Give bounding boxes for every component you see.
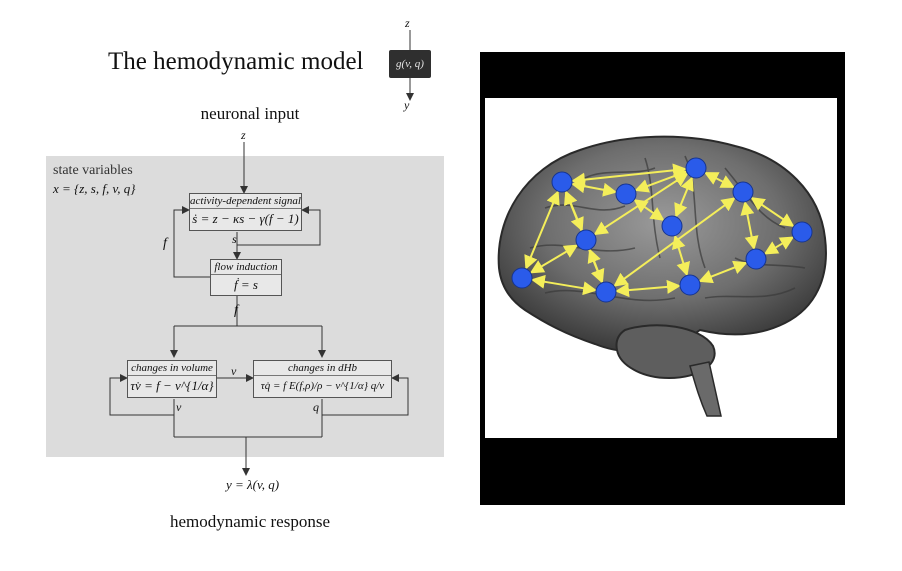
state-variables-expression: x = {z, s, f, v, q} [53, 181, 136, 196]
volume-change-equation: τv̇ = f − v^{1/α} [130, 378, 214, 393]
activity-signal-caption: activity-dependent signal [190, 195, 301, 209]
neuronal-input-label: neuronal input [200, 104, 300, 123]
network-node [732, 181, 754, 203]
dhb-change-caption: changes in dHb [254, 361, 391, 376]
activity-signal-equation: ṡ = z − κs − γ(f − 1) [192, 211, 299, 226]
network-edge [524, 190, 560, 270]
page-title: The hemodynamic model [108, 48, 364, 75]
network-node [679, 274, 701, 296]
flow-induction-equation: ḟ = s [234, 277, 258, 292]
brain-cortex-shape [497, 135, 827, 353]
brain-network-figure [497, 135, 827, 417]
flow-f-label: f [234, 303, 238, 318]
network-edge [614, 279, 682, 298]
input-z-label: z [241, 128, 246, 142]
diagram-connections [109, 30, 414, 476]
network-node [661, 215, 683, 237]
g-block-output-label: y [404, 98, 410, 112]
network-edge [740, 200, 759, 251]
network-edge [530, 274, 598, 296]
dhb-q-out-label: q [313, 400, 319, 414]
volume-v-out-label: v [176, 400, 182, 414]
network-edge [704, 172, 735, 188]
network-edge [672, 234, 690, 277]
network-node [595, 281, 617, 303]
network-edges [524, 163, 795, 298]
network-node [685, 157, 707, 179]
flow-induction-box: flow induction ḟ = s [210, 259, 282, 296]
feedback-f-label: f [163, 236, 167, 251]
network-node [615, 183, 637, 205]
network-node [551, 171, 573, 193]
network-edge [593, 172, 689, 236]
volume-change-box: changes in volume τv̇ = f − v^{1/α} [127, 360, 217, 398]
network-edge [763, 236, 795, 255]
g-block-input-label: z [405, 16, 410, 30]
network-edge [750, 197, 795, 227]
volume-v-arrow-label: v [231, 364, 237, 378]
observer-function-block: g(v, q) [389, 50, 431, 78]
dhb-change-box: changes in dHb τq̇ = f E(f,ρ)/ρ − v^{1/α… [253, 360, 392, 398]
state-variables-label: state variables [53, 163, 133, 178]
network-node [791, 221, 813, 243]
output-expression: y = λ(v, q) [226, 477, 280, 492]
network-nodes [511, 157, 813, 303]
hemodynamic-response-label: hemodynamic response [169, 512, 331, 531]
cerebellum-shape [615, 324, 716, 380]
network-node [575, 229, 597, 251]
brainstem-shape [689, 361, 722, 417]
dhb-change-equation: τq̇ = f E(f,ρ)/ρ − v^{1/α} q/v [260, 380, 385, 392]
flow-induction-caption: flow induction [211, 260, 281, 275]
network-edge [698, 260, 748, 284]
signal-s-label: s [232, 232, 237, 246]
network-node [745, 248, 767, 270]
activity-signal-box: activity-dependent signal ṡ = z − κs − γ… [189, 193, 302, 231]
network-node [511, 267, 533, 289]
volume-change-caption: changes in volume [128, 361, 216, 376]
